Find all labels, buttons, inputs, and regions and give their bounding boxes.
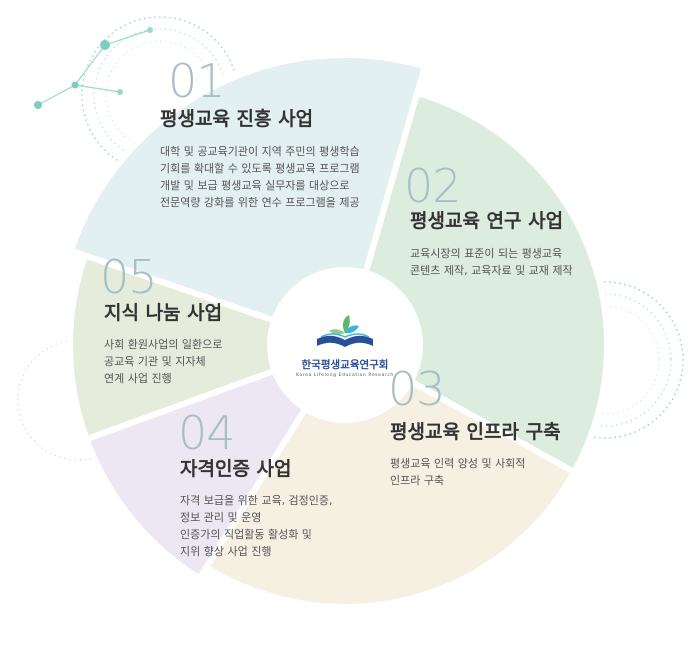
wedge-3	[203, 342, 578, 611]
segment-title: 지식 나눔 사업	[104, 302, 223, 324]
open-book-sprout-icon	[317, 314, 373, 347]
description-line: 교육시장의 표준이 되는 평생교육	[410, 247, 563, 260]
segment-number: 04	[178, 406, 236, 460]
segment-title: 평생교육 연구 사업	[410, 210, 564, 232]
segment-title: 평생교육 진흥 사업	[160, 108, 314, 130]
description-line: 개발 및 보급 평생교육 실무자를 대상으로	[160, 179, 350, 193]
description-line: 평생교육 인력 양성 및 사회적	[390, 457, 526, 470]
segment-description: 평생교육 인력 양성 및 사회적 인프라 구축	[390, 455, 525, 489]
segment-description: 사회 환원사업의 일환으로 공교육 기관 및 지자체 연계 사업 진행	[104, 336, 222, 387]
description-line: 자격 보급을 위한 교육, 검정인증,	[180, 494, 333, 507]
organization-name: 한국평생교육연구회	[301, 358, 389, 371]
organization-name-english: Korea Lifelong Education Research	[296, 372, 394, 378]
network-icon	[34, 27, 153, 109]
description-line: 정보 관리 및 운영	[180, 511, 262, 525]
segment-description: 교육시장의 표준이 되는 평생교육 콘텐츠 제작, 교육자료 및 교재 제작	[410, 245, 573, 279]
description-line: 공교육 기관 및 지자체	[104, 355, 206, 369]
organization-logo: 한국평생교육연구회 Korea Lifelong Education Resea…	[290, 290, 400, 400]
segment-description: 대학 및 공교육기관이 지역 주민의 평생학습 기회를 확대할 수 있도록 평생…	[160, 143, 360, 211]
description-line: 인프라 구축	[390, 474, 445, 488]
segment-title: 평생교육 인프라 구축	[390, 421, 561, 443]
segment-number: 02	[404, 159, 462, 213]
segment-number: 01	[168, 54, 226, 108]
description-line: 사회 환원사업의 일환으로	[104, 338, 223, 351]
description-line: 연계 사업 진행	[104, 372, 172, 386]
description-line: 지위 향상 사업 진행	[180, 545, 272, 559]
description-line: 인증가의 직업활동 활성화 및	[180, 528, 312, 542]
description-line: 콘텐츠 제작, 교육자료 및 교재 제작	[410, 264, 573, 278]
segment-title: 자격인증 사업	[180, 458, 292, 480]
description-line: 대학 및 공교육기관이 지역 주민의 평생학습	[160, 145, 360, 158]
segment-description: 자격 보급을 위한 교육, 검정인증, 정보 관리 및 운영 인증가의 직업활동…	[180, 492, 333, 560]
description-line: 전문역량 강화를 위한 연수 프로그램을 제공	[160, 196, 360, 210]
segment-number: 03	[388, 362, 446, 416]
wedge-5	[67, 252, 348, 443]
wedge-4	[83, 342, 348, 582]
segment-number: 05	[100, 250, 158, 304]
description-line: 기회를 확대할 수 있도록 평생교육 프로그램	[160, 162, 360, 176]
